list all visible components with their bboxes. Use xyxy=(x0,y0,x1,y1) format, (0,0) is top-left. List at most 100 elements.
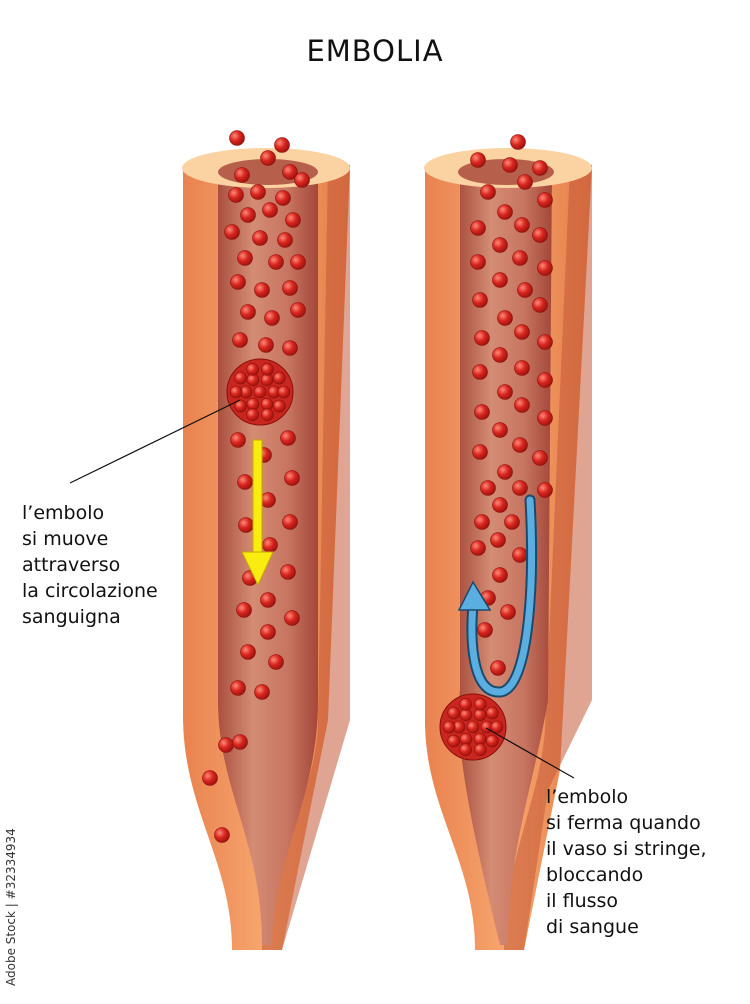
blood-cell xyxy=(492,237,508,253)
blood-cell xyxy=(470,220,486,236)
blood-cell xyxy=(532,227,548,243)
blood-cell xyxy=(282,164,298,180)
blood-cell xyxy=(272,371,286,385)
blood-cell xyxy=(514,324,530,340)
blood-cell xyxy=(253,385,267,399)
blood-cell xyxy=(262,202,278,218)
blood-cell xyxy=(474,404,490,420)
blood-cell xyxy=(214,827,230,843)
blood-cell xyxy=(264,310,280,326)
blood-cell xyxy=(492,272,508,288)
blood-cell xyxy=(246,408,259,421)
diagram-title: EMBOLIA xyxy=(306,34,444,68)
right-caption: l’embolo si ferma quando il vaso si string… xyxy=(546,784,707,940)
blood-cell xyxy=(472,444,488,460)
blood-cell xyxy=(246,397,260,411)
down-arrow-icon xyxy=(241,439,274,587)
blood-cell xyxy=(232,332,248,348)
blood-cell xyxy=(512,437,528,453)
blood-cell xyxy=(512,250,528,266)
blood-cell xyxy=(490,720,504,734)
blood-cell xyxy=(261,363,274,376)
caption-line: l’embolo xyxy=(22,502,105,524)
blood-cell xyxy=(202,770,218,786)
blood-cell xyxy=(290,254,306,270)
blood-cell xyxy=(282,340,298,356)
blood-cell xyxy=(246,373,260,387)
blood-cell xyxy=(492,422,508,438)
right-vessel-outer-shadow xyxy=(504,165,592,950)
blood-cell xyxy=(250,184,266,200)
blood-cell xyxy=(285,212,301,228)
blood-cell xyxy=(514,217,530,233)
caption-line: l’embolo xyxy=(546,786,629,808)
blood-cell xyxy=(500,604,516,620)
blood-cell xyxy=(492,347,508,363)
blood-cell xyxy=(470,254,486,270)
blood-cell xyxy=(260,397,274,411)
blood-cell xyxy=(294,172,310,188)
blood-cell xyxy=(459,698,472,711)
blood-cell xyxy=(512,480,528,496)
blood-cell xyxy=(532,160,548,176)
blood-cell xyxy=(459,743,472,756)
blood-cell xyxy=(447,706,461,720)
caption-line: sanguigna xyxy=(22,606,121,628)
blood-cell xyxy=(260,592,276,608)
blood-cell xyxy=(537,260,553,276)
caption-line: bloccando xyxy=(546,864,644,886)
blood-cell xyxy=(472,292,488,308)
blood-cell xyxy=(230,274,246,290)
blood-cell xyxy=(470,152,486,168)
blood-cell xyxy=(230,432,246,448)
blood-cell xyxy=(246,363,259,376)
blood-cell xyxy=(277,232,293,248)
blood-cell xyxy=(284,470,300,486)
blood-cell xyxy=(497,464,513,480)
left-pointer-line xyxy=(69,399,241,484)
blood-cell xyxy=(234,399,248,413)
blood-cell xyxy=(252,230,268,246)
blood-cell xyxy=(240,644,256,660)
left-blood-cells xyxy=(202,130,310,843)
blood-cell xyxy=(485,706,499,720)
blood-cell xyxy=(532,450,548,466)
blood-cell xyxy=(284,610,300,626)
caption-line: attraverso xyxy=(22,554,121,576)
blood-cell xyxy=(282,514,298,530)
blood-cell xyxy=(254,684,270,700)
blood-cell xyxy=(474,330,490,346)
left-vessel-outer-shadow xyxy=(262,165,350,950)
blood-cell xyxy=(228,187,244,203)
blood-cell xyxy=(258,337,274,353)
blood-cell xyxy=(532,297,548,313)
blood-cell xyxy=(537,482,553,498)
blood-cell xyxy=(268,654,284,670)
blood-cell xyxy=(290,302,306,318)
blood-cell xyxy=(260,624,276,640)
caption-line: il vaso si stringe, xyxy=(546,838,707,860)
blood-cell xyxy=(272,399,286,413)
blood-cell xyxy=(537,372,553,388)
blood-cell xyxy=(262,537,278,553)
blood-cell xyxy=(274,137,290,153)
blood-cell xyxy=(514,397,530,413)
caption-line: si ferma quando xyxy=(546,812,701,834)
blood-cell xyxy=(490,660,506,676)
blood-cell xyxy=(280,564,296,580)
blood-cell xyxy=(260,373,274,387)
blood-cell xyxy=(229,130,245,146)
blood-cell xyxy=(510,134,526,150)
blood-cell xyxy=(237,250,253,266)
blood-cell xyxy=(260,492,276,508)
blood-cell xyxy=(275,190,291,206)
blood-cell xyxy=(466,720,480,734)
blood-cell xyxy=(238,517,254,533)
blood-cell xyxy=(459,708,473,722)
blood-cell xyxy=(512,547,528,563)
blood-cell xyxy=(268,254,284,270)
blood-cell xyxy=(447,734,461,748)
blood-cell xyxy=(477,622,493,638)
